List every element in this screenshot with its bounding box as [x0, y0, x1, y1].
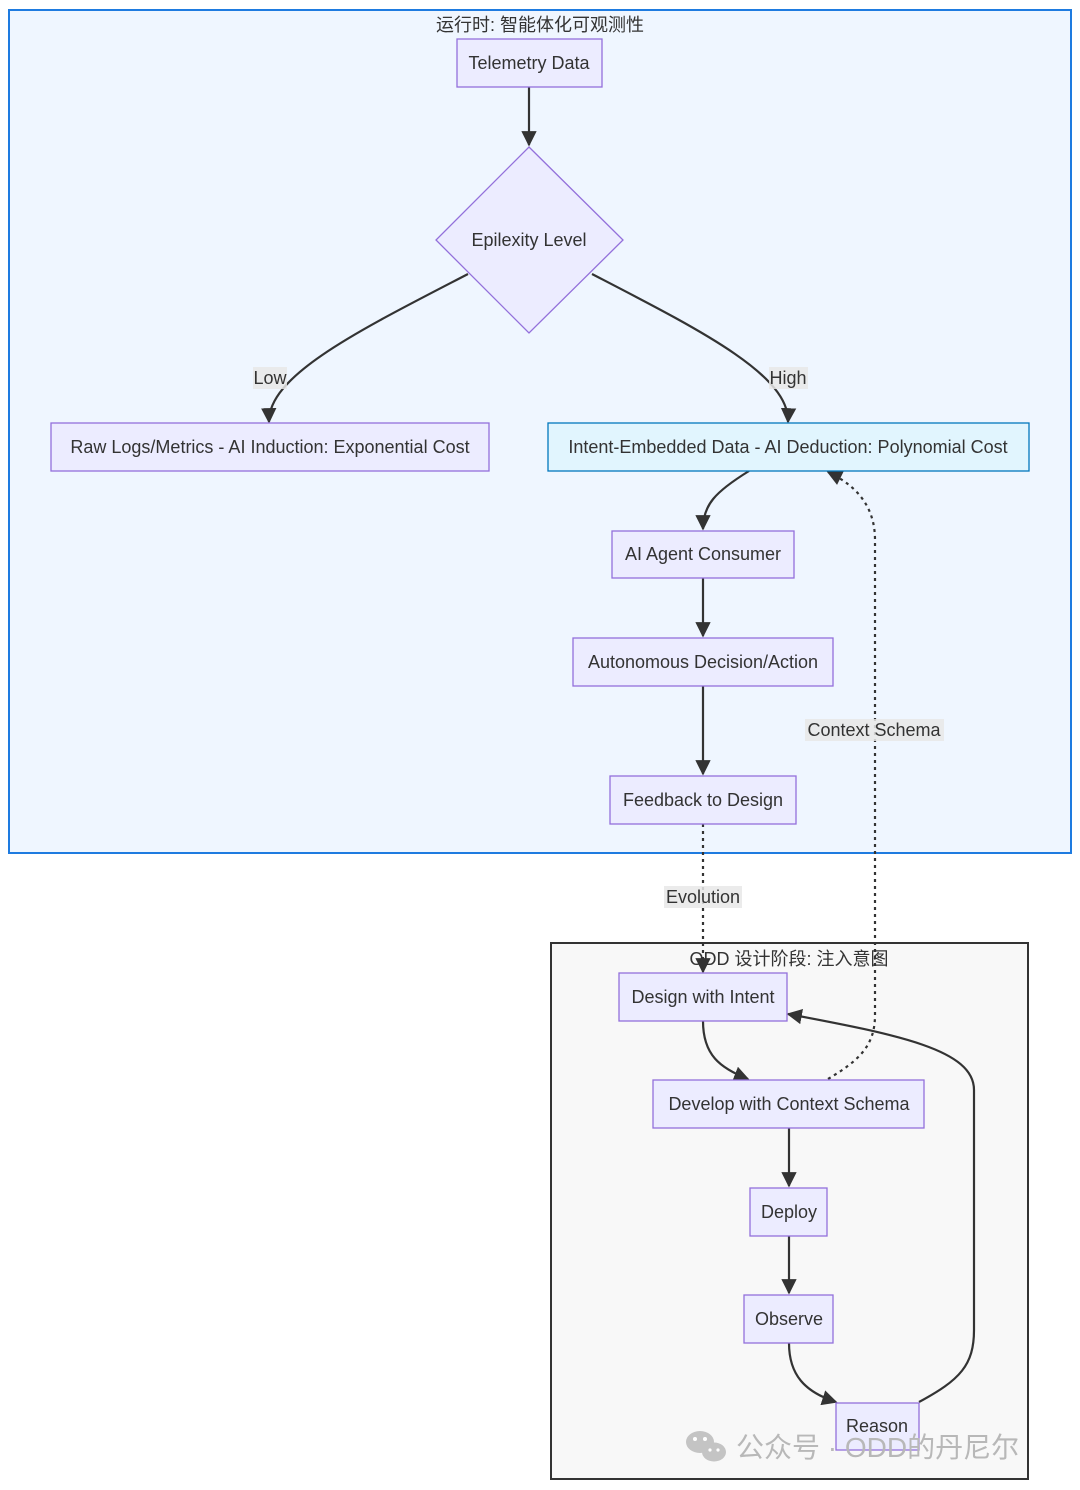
node-epilexity-level-label: Epilexity Level: [471, 230, 586, 250]
node-feedback-to-design: Feedback to Design: [609, 775, 797, 825]
node-telemetry-data-label: Telemetry Data: [468, 53, 590, 73]
edge-label-evolution-bg: [664, 886, 742, 908]
edge-intent-to-agent: [695, 470, 750, 531]
node-intent-embedded-data-label: Intent-Embedded Data - AI Deduction: Pol…: [568, 437, 1007, 457]
node-ai-agent-consumer-label: AI Agent Consumer: [625, 544, 781, 564]
node-develop-with-context-schema: Develop with Context Schema: [652, 1079, 925, 1129]
wechat-icon: [686, 1431, 726, 1462]
node-observe: Observe: [743, 1294, 834, 1344]
node-autonomous-decision-label: Autonomous Decision/Action: [588, 652, 818, 672]
edge-label-context-schema: Context Schema: [807, 720, 941, 740]
node-develop-with-context-schema-label: Develop with Context Schema: [668, 1094, 910, 1114]
cluster-runtime-title: 运行时: 智能体化可观测性: [436, 15, 644, 35]
nodes: Telemetry Data Epilexity Level Raw Logs/…: [50, 38, 1030, 1451]
node-reason-label: Reason: [846, 1416, 908, 1436]
node-raw-logs-label: Raw Logs/Metrics - AI Induction: Exponen…: [70, 437, 469, 457]
edge-label-low-bg: [253, 367, 287, 389]
node-observe-label: Observe: [755, 1309, 823, 1329]
node-telemetry-data: Telemetry Data: [456, 38, 603, 88]
edge-label-high-bg: [769, 367, 808, 389]
edge-develop-context-schema: [826, 471, 877, 1080]
node-feedback-to-design-label: Feedback to Design: [623, 790, 783, 810]
edge-design-to-develop: [701, 1020, 750, 1082]
node-epilexity-level: Epilexity Level: [435, 146, 624, 334]
cluster-design: ODD 设计阶段: 注入意图: [550, 942, 1029, 1480]
node-ai-agent-consumer: AI Agent Consumer: [611, 530, 795, 579]
edges: [261, 87, 976, 1406]
edge-reason-to-design: [786, 1008, 976, 1403]
edge-epilexity-low: [261, 273, 469, 424]
node-design-with-intent: Design with Intent: [618, 972, 788, 1022]
edge-label-high: High: [769, 368, 806, 388]
node-reason: Reason: [835, 1402, 920, 1451]
node-autonomous-decision: Autonomous Decision/Action: [572, 637, 834, 687]
watermark: 公众号 · ODD的丹尼尔: [686, 1431, 1019, 1463]
edge-label-low: Low: [253, 368, 287, 388]
node-intent-embedded-data: Intent-Embedded Data - AI Deduction: Pol…: [547, 422, 1030, 472]
cluster-design-title: ODD 设计阶段: 注入意图: [689, 949, 888, 969]
edge-epilexity-high: [591, 273, 797, 424]
node-deploy: Deploy: [749, 1187, 828, 1237]
watermark-text: 公众号 · ODD的丹尼尔: [736, 1432, 1019, 1463]
node-design-with-intent-label: Design with Intent: [631, 987, 774, 1007]
node-raw-logs: Raw Logs/Metrics - AI Induction: Exponen…: [50, 422, 490, 472]
edge-observe-to-reason: [787, 1342, 838, 1406]
edge-labels: Low High Context Schema Evolution: [253, 367, 944, 908]
node-deploy-label: Deploy: [761, 1202, 817, 1222]
edge-label-evolution: Evolution: [666, 887, 740, 907]
edge-label-context-schema-bg: [805, 719, 944, 741]
